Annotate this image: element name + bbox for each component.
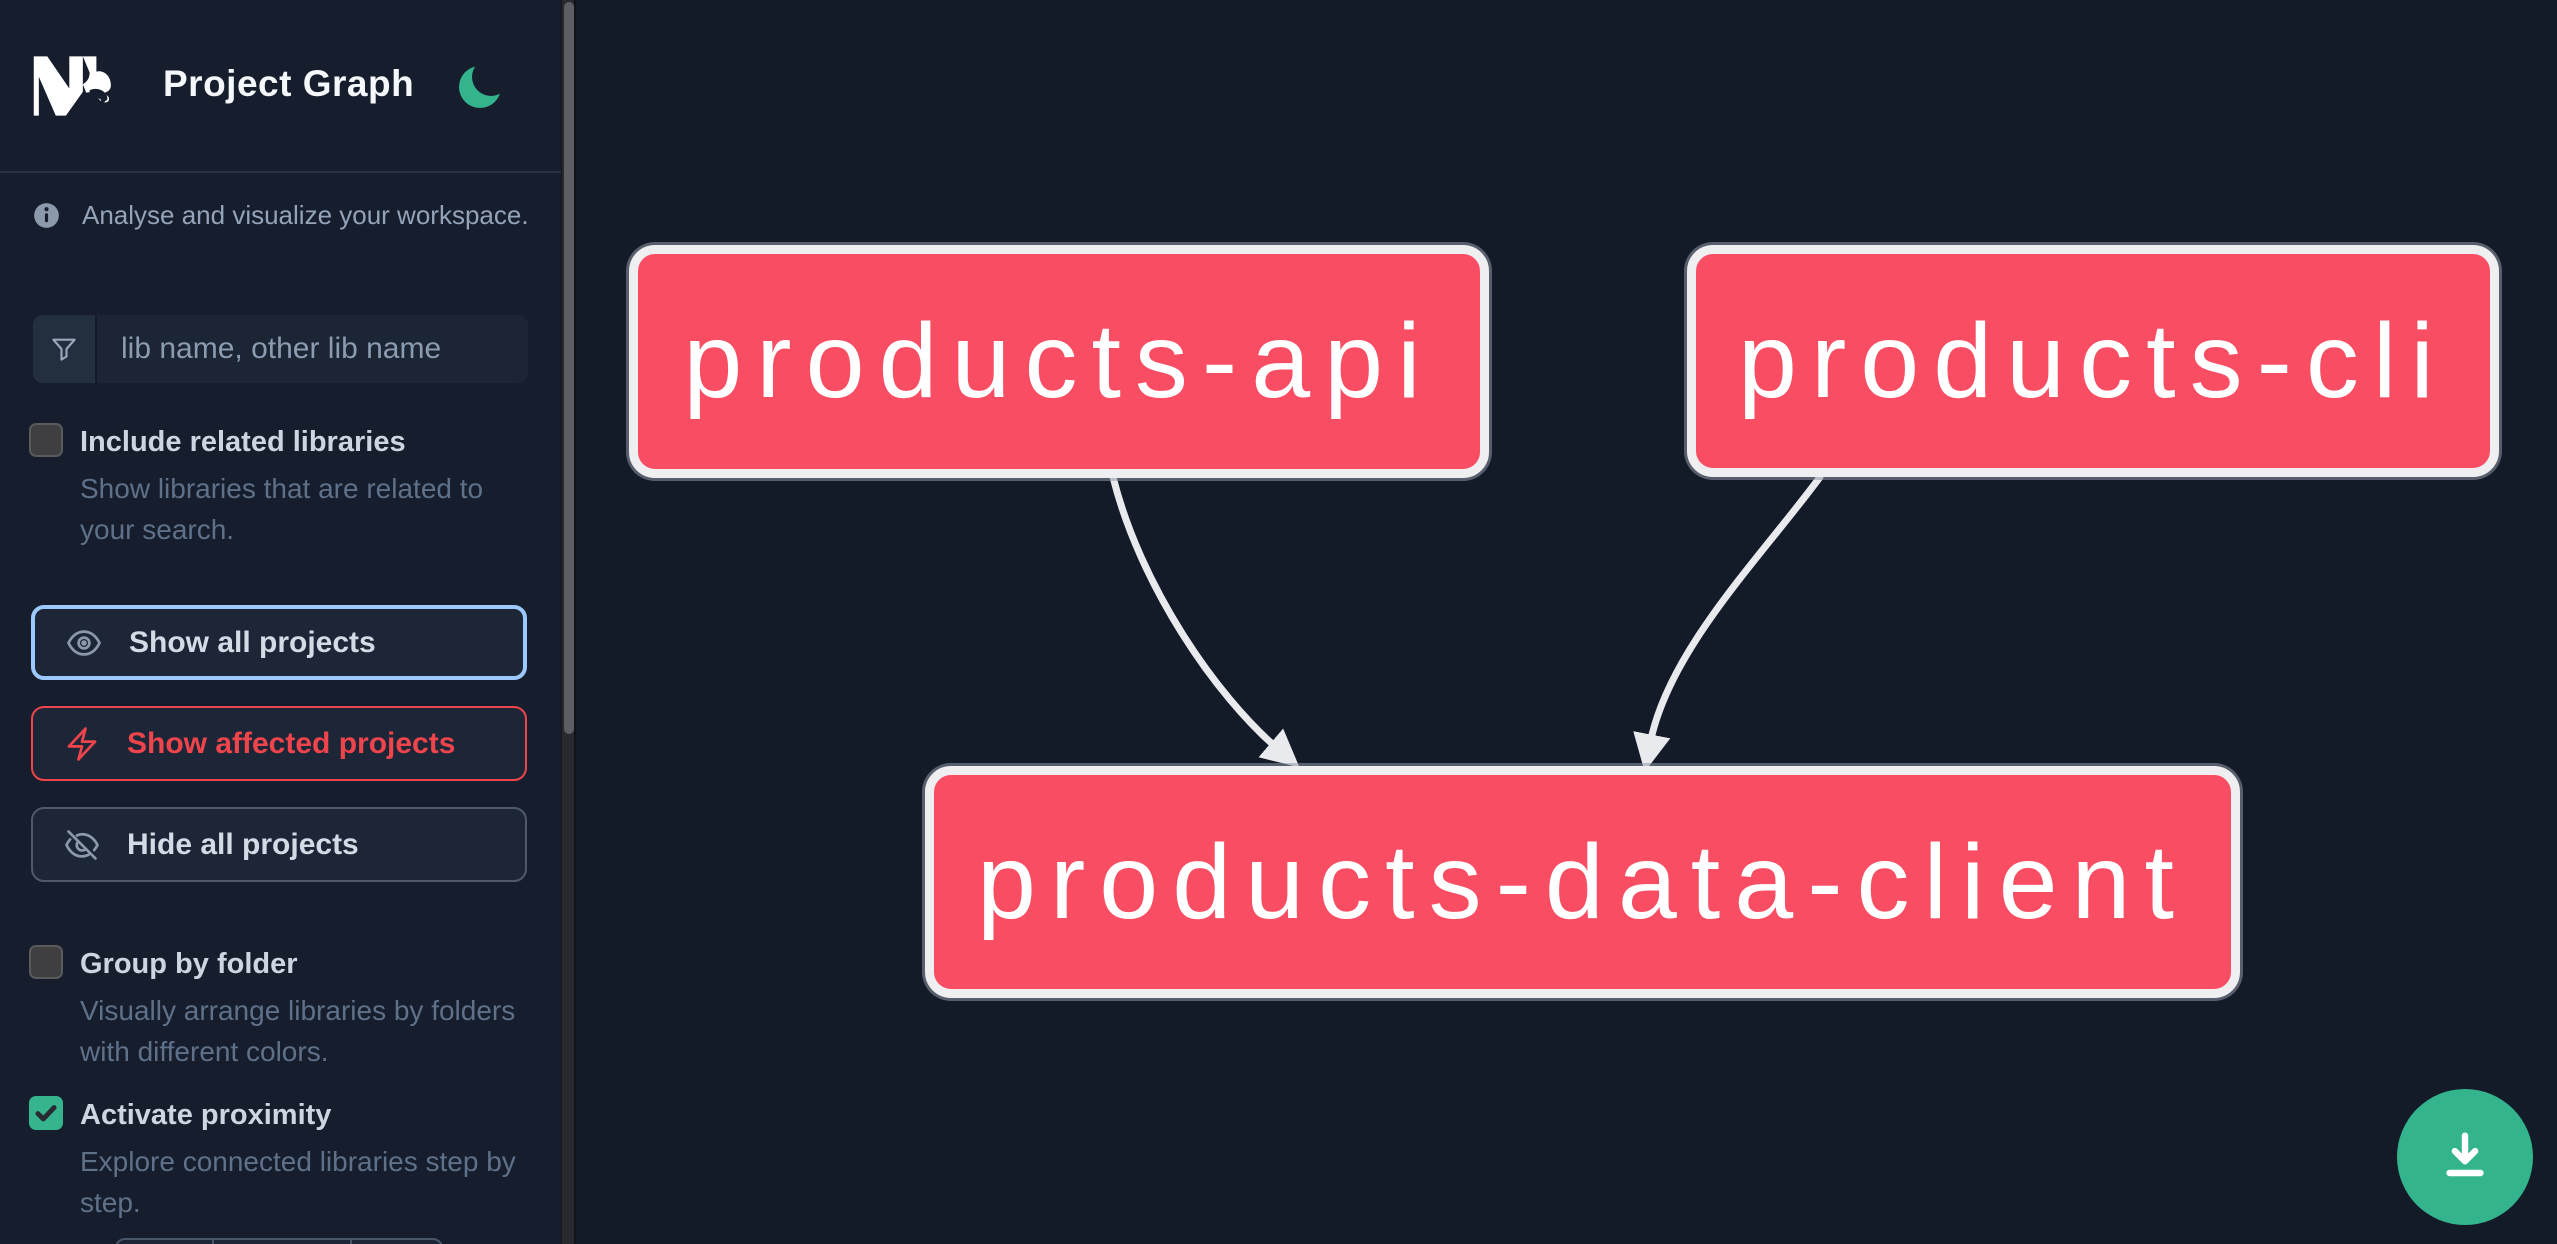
stepper-value bbox=[212, 1240, 350, 1244]
eye-slash-icon bbox=[63, 826, 101, 864]
activate-proximity-description: Explore connected libraries step by step… bbox=[80, 1146, 516, 1218]
proximity-depth-stepper[interactable] bbox=[115, 1238, 443, 1244]
group-by-folder-description: Visually arrange libraries by folders wi… bbox=[80, 995, 516, 1067]
sidebar: Project Graph Analyse and visualize your… bbox=[0, 0, 561, 1244]
include-related-block: Include related libraries Show libraries… bbox=[29, 423, 529, 550]
graph-canvas[interactable] bbox=[579, 0, 2557, 1244]
info-icon bbox=[33, 202, 60, 229]
page-title: Project Graph bbox=[163, 63, 415, 104]
search-box bbox=[33, 315, 528, 383]
node-label: products-api bbox=[683, 302, 1435, 420]
download-icon bbox=[2433, 1125, 2497, 1189]
bolt-icon bbox=[63, 725, 101, 763]
hide-all-projects-button[interactable]: Hide all projects bbox=[31, 807, 527, 882]
stepper-increment[interactable] bbox=[350, 1240, 437, 1244]
graph-node-products-api[interactable]: products-api bbox=[629, 245, 1489, 478]
workspace-tagline: Analyse and visualize your workspace. bbox=[82, 200, 529, 230]
show-all-projects-button[interactable]: Show all projects bbox=[31, 605, 527, 680]
include-related-checkbox[interactable] bbox=[29, 423, 63, 457]
sidebar-header: Project Graph bbox=[0, 0, 561, 173]
include-related-label: Include related libraries bbox=[80, 426, 406, 458]
hide-all-projects-label: Hide all projects bbox=[127, 827, 359, 861]
group-by-folder-checkbox[interactable] bbox=[29, 945, 63, 979]
graph-node-products-cli[interactable]: products-cli bbox=[1687, 245, 2499, 477]
show-affected-projects-button[interactable]: Show affected projects bbox=[31, 706, 527, 781]
eye-icon bbox=[65, 624, 103, 662]
workspace-tagline-row: Analyse and visualize your workspace. bbox=[33, 200, 533, 231]
stepper-decrement[interactable] bbox=[117, 1240, 212, 1244]
group-by-folder-label: Group by folder bbox=[80, 948, 298, 980]
sidebar-scrollbar-track[interactable] bbox=[561, 0, 576, 1244]
node-label: products-cli bbox=[1738, 301, 2448, 420]
activate-proximity-checkbox[interactable] bbox=[29, 1096, 63, 1130]
show-affected-projects-label: Show affected projects bbox=[127, 726, 456, 760]
activate-proximity-label: Activate proximity bbox=[80, 1099, 332, 1131]
node-label: products-data-client bbox=[977, 822, 2188, 941]
group-by-folder-block: Group by folder Visually arrange librari… bbox=[29, 945, 529, 1072]
sidebar-scrollbar-thumb[interactable] bbox=[564, 2, 574, 734]
filter-funnel-icon bbox=[33, 315, 97, 383]
search-input[interactable] bbox=[97, 315, 528, 383]
nx-logo bbox=[28, 53, 114, 119]
download-graph-button[interactable] bbox=[2397, 1089, 2533, 1225]
theme-toggle-moon-icon[interactable] bbox=[458, 58, 510, 110]
include-related-description: Show libraries that are related to your … bbox=[80, 473, 484, 545]
show-all-projects-label: Show all projects bbox=[129, 625, 376, 659]
graph-node-products-data-client[interactable]: products-data-client bbox=[925, 766, 2240, 998]
activate-proximity-block: Activate proximity Explore connected lib… bbox=[29, 1096, 529, 1223]
